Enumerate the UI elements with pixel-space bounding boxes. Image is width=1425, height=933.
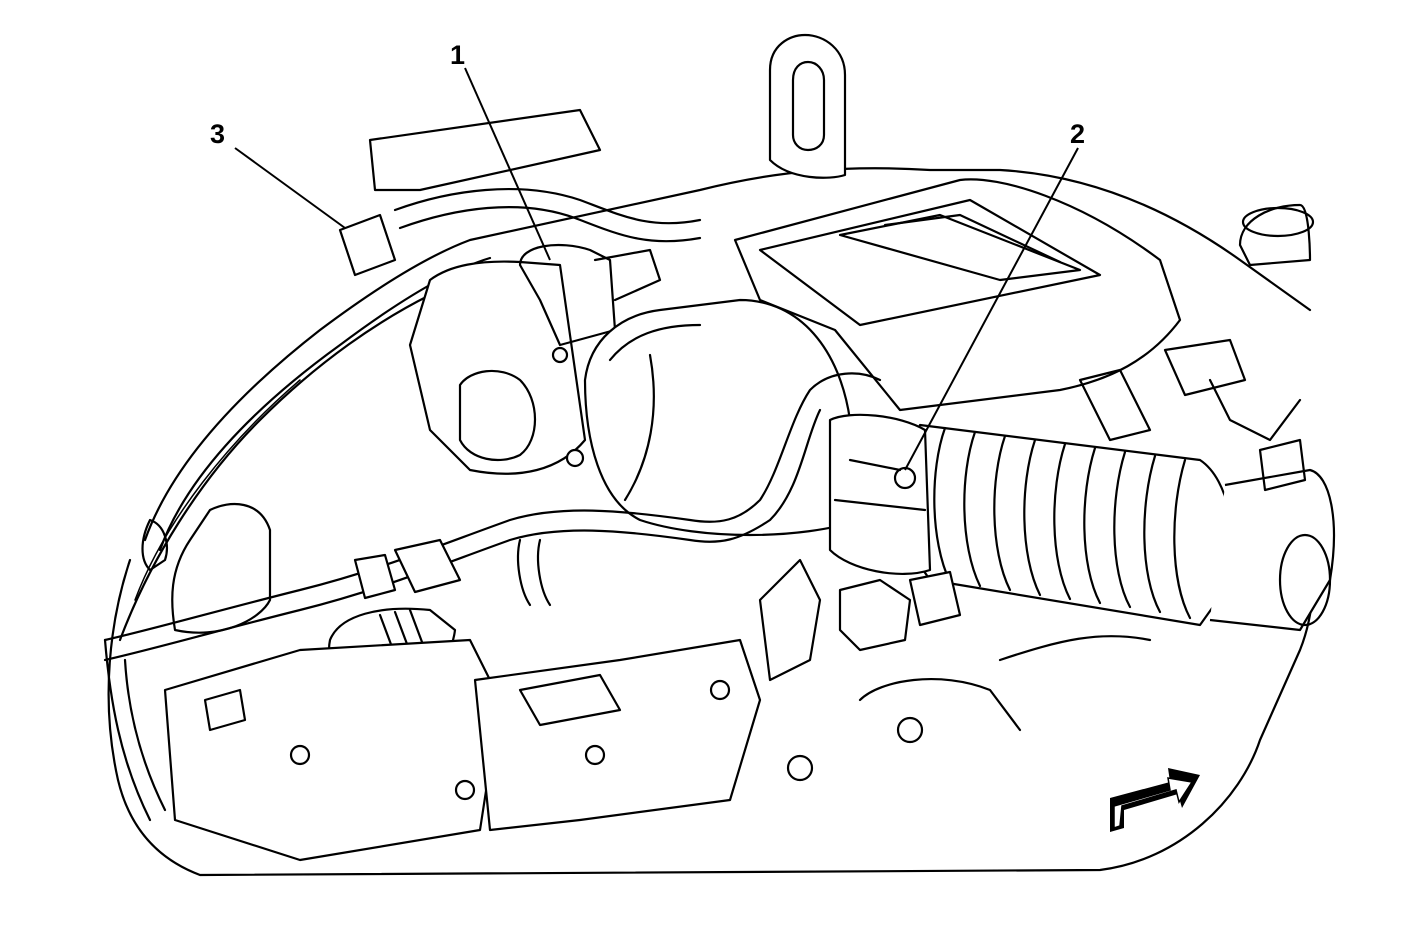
intake-duct bbox=[583, 298, 862, 537]
sensor-bracket bbox=[758, 558, 1152, 732]
front-direction-arrow-icon bbox=[1110, 768, 1200, 832]
engine-lower-cover bbox=[163, 638, 924, 862]
maf-sensor bbox=[828, 413, 932, 576]
air-cleaner-housing bbox=[408, 243, 662, 475]
right-bracket-assembly bbox=[1078, 338, 1307, 492]
wiring-harness bbox=[103, 372, 882, 822]
callout-1: 1 bbox=[450, 40, 465, 70]
callout-3: 3 bbox=[210, 119, 225, 149]
coolant-reservoir-cap bbox=[1238, 203, 1315, 267]
air-cleaner-lid bbox=[733, 178, 1182, 412]
engine-cover bbox=[107, 167, 1315, 877]
callout-2: 2 bbox=[1070, 119, 1085, 149]
callout-leaders bbox=[234, 67, 1079, 471]
corrugated-intake-hose bbox=[902, 423, 1336, 632]
lifting-bracket bbox=[768, 33, 847, 179]
